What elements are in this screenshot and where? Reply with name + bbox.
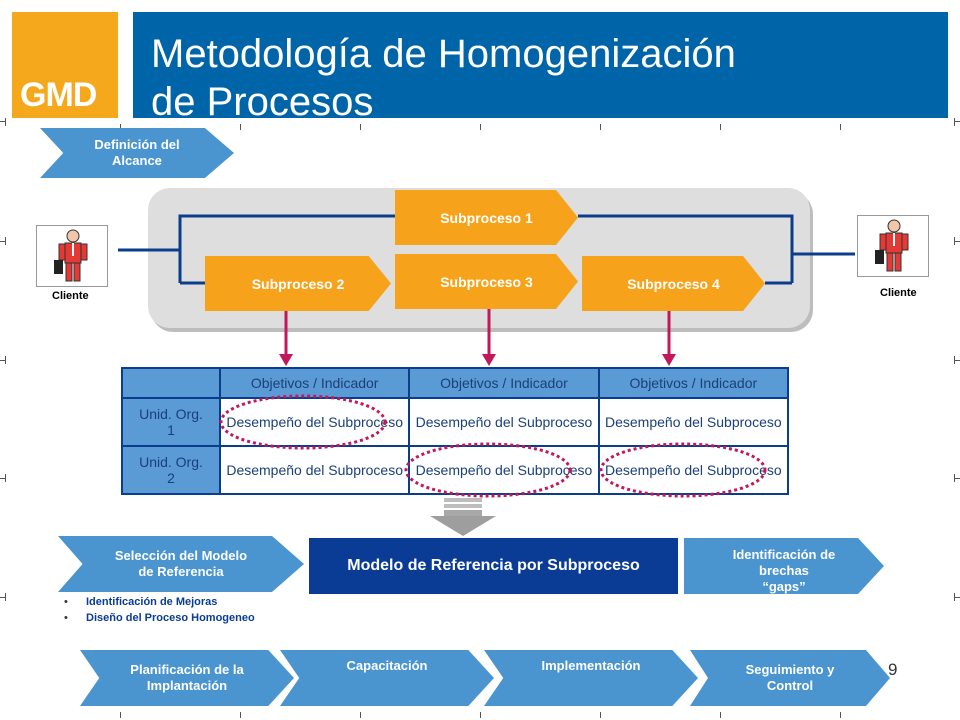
org-unit-line2: 1 xyxy=(167,422,175,438)
subprocess-1-chevron: Subproceso 1 xyxy=(395,190,578,245)
scope-definition-chevron: Definición del Alcance xyxy=(40,128,234,178)
phase-monitoring-chevron: Seguimiento y Control xyxy=(690,650,890,706)
model-selection-chevron: Selección del Modelo de Referencia xyxy=(58,536,304,592)
reference-model-label: Modelo de Referencia por Subproceso xyxy=(347,557,640,574)
page-title-line1: Metodología de Homogenización xyxy=(151,32,736,76)
improvement-bullets: Identificación de Mejoras Diseño del Pro… xyxy=(64,594,255,626)
phase-monitoring-line1: Seguimiento y xyxy=(745,662,835,677)
matrix-header-cell: Objetivos / Indicador xyxy=(408,367,600,399)
phase-implementation-line1: Implementación xyxy=(541,658,641,673)
title-bar: Metodología de Homogenización de Proceso… xyxy=(133,12,948,124)
org-unit-line1: Unid. Org. xyxy=(139,406,203,422)
scope-label-line2: Alcance xyxy=(112,153,162,168)
matrix-corner-cell xyxy=(121,367,221,399)
gap-label-line3: “gaps” xyxy=(762,579,806,594)
phase-monitoring-line2: Control xyxy=(766,678,814,693)
org-unit-line1: Unid. Org. xyxy=(139,454,203,470)
subprocess-2-label: Subproceso 2 xyxy=(251,275,345,292)
matrix-cell: Desempeño del Subproceso xyxy=(597,397,790,447)
gmd-logo: GMD xyxy=(12,12,118,118)
matrix-cell: Desempeño del Subproceso xyxy=(408,397,600,447)
org-unit-cell: Unid. Org. 2 xyxy=(121,445,221,495)
highlight-ellipse xyxy=(404,442,572,498)
model-selection-line2: de Referencia xyxy=(138,564,224,579)
phase-training-chevron: Capacitación xyxy=(280,650,494,706)
subprocess-4-chevron: Subproceso 4 xyxy=(582,256,765,311)
reference-model-box: Modelo de Referencia por Subproceso xyxy=(309,538,678,594)
matrix-cell: Desempeño del Subproceso xyxy=(408,445,600,495)
highlight-ellipse xyxy=(599,442,767,498)
matrix-cell: Desempeño del Subproceso xyxy=(218,397,411,447)
client-right-label: Cliente xyxy=(880,287,917,299)
bullet-item: Identificación de Mejoras xyxy=(64,594,255,610)
client-right-figure xyxy=(857,215,929,277)
client-person-icon xyxy=(875,219,909,272)
client-left-figure xyxy=(36,225,108,287)
gap-label-line1: Identificación de xyxy=(732,547,836,562)
scope-label-line1: Definición del xyxy=(94,137,180,152)
page-title-line2: de Procesos xyxy=(151,80,374,124)
matrix-cell: Desempeño del Subproceso xyxy=(597,445,790,495)
phase-planning-line1: Planificación de la xyxy=(130,662,244,677)
subprocess-2-chevron: Subproceso 2 xyxy=(205,256,391,311)
org-unit-line2: 2 xyxy=(167,470,175,486)
client-person-icon xyxy=(54,229,88,282)
subprocess-3-chevron: Subproceso 3 xyxy=(395,254,578,309)
phase-planning-chevron: Planificación de la Implantación xyxy=(80,650,294,706)
subprocess-4-label: Subproceso 4 xyxy=(627,275,720,292)
matrix-row: Unid. Org. 2 Desempeño del Subproceso De… xyxy=(121,445,790,495)
matrix-header-cell: Objetivos / Indicador xyxy=(218,367,411,399)
matrix-cell: Desempeño del Subproceso xyxy=(218,445,411,495)
phase-training-line1: Capacitación xyxy=(346,658,428,673)
org-unit-cell: Unid. Org. 1 xyxy=(121,397,221,447)
down-arrow-icon xyxy=(430,498,496,536)
subprocess-1-label: Subproceso 1 xyxy=(440,209,533,226)
matrix-header-row: Objetivos / Indicador Objetivos / Indica… xyxy=(121,367,790,399)
gap-identification-chevron: Identificación de brechas “gaps” xyxy=(684,538,884,594)
gap-label-line2: brechas xyxy=(759,563,809,578)
highlight-ellipse xyxy=(219,394,387,450)
model-selection-line1: Selección del Modelo xyxy=(114,548,248,563)
subprocess-3-label: Subproceso 3 xyxy=(440,273,533,290)
matrix-header-cell: Objetivos / Indicador xyxy=(597,367,790,399)
bullet-item: Diseño del Proceso Homogeneo xyxy=(64,610,255,626)
objectives-matrix: Objetivos / Indicador Objetivos / Indica… xyxy=(121,367,790,495)
logo-text: GMD xyxy=(20,76,97,114)
phase-implementation-chevron: Implementación xyxy=(484,650,698,706)
client-left-label: Cliente xyxy=(52,290,89,302)
matrix-row: Unid. Org. 1 Desempeño del Subproceso De… xyxy=(121,397,790,447)
phase-planning-line2: Implantación xyxy=(146,678,228,693)
page-number: 9 xyxy=(888,660,898,679)
